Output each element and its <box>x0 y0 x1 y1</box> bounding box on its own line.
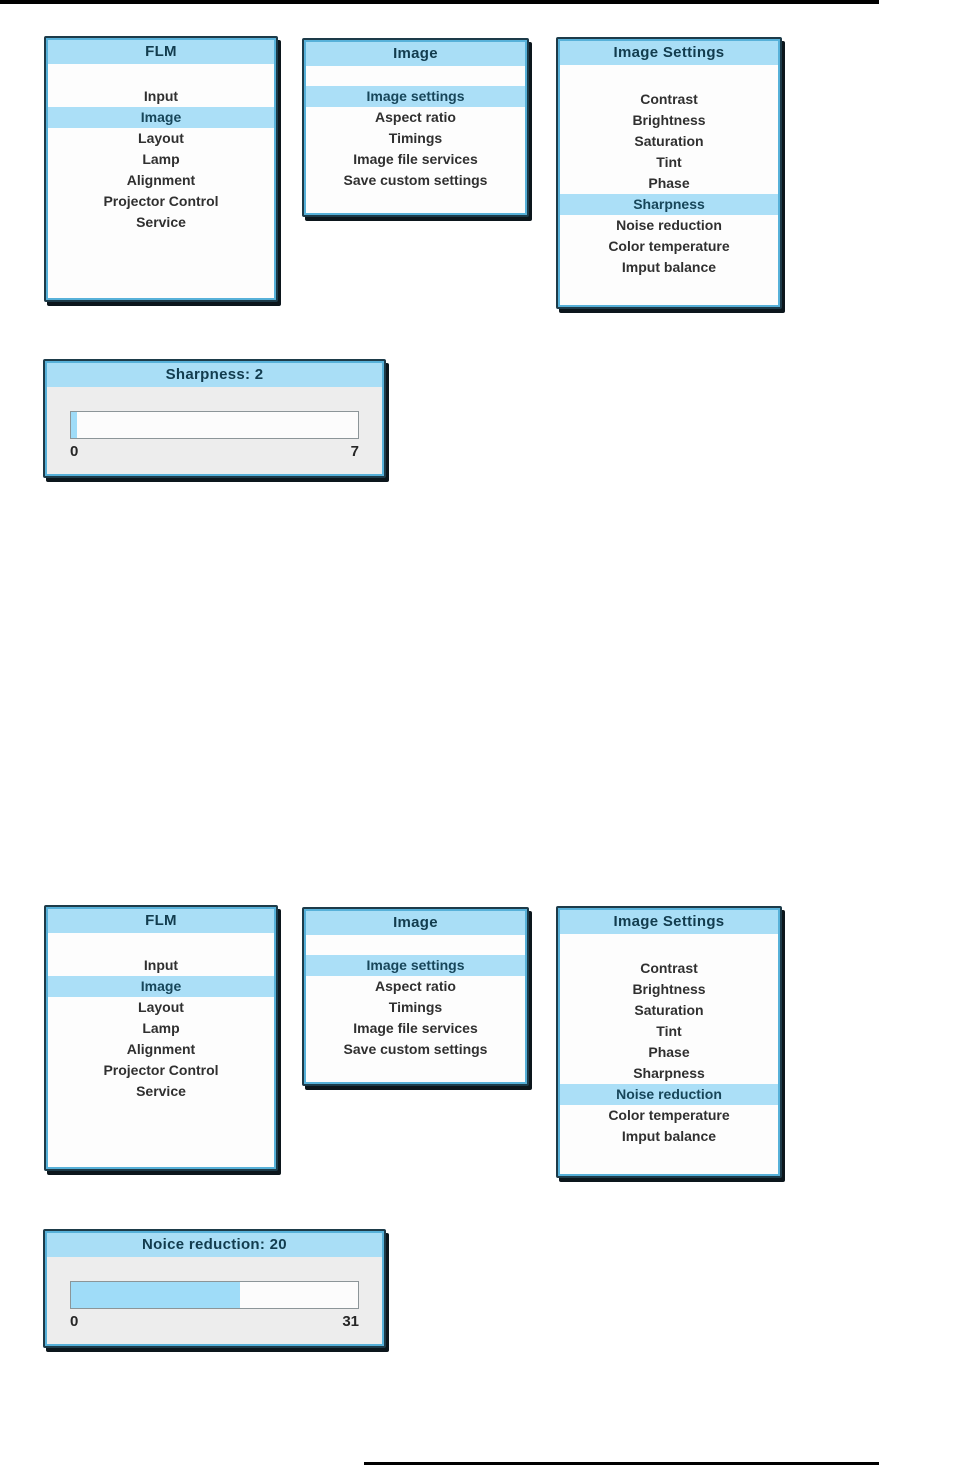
menu-item-save-custom-settings[interactable]: Save custom settings <box>343 1041 488 1057</box>
menu-item-sharpness[interactable]: Sharpness <box>560 194 778 215</box>
menu-item-noise-reduction[interactable]: Noise reduction <box>560 1084 778 1105</box>
menu-item-input[interactable]: Input <box>143 957 179 973</box>
menu-item-phase[interactable]: Phase <box>648 1044 690 1060</box>
menu-item-imput-balance[interactable]: Imput balance <box>621 259 717 275</box>
slider-fill <box>71 1282 241 1308</box>
menu-item-saturation[interactable]: Saturation <box>634 1002 704 1018</box>
footnote-rule <box>364 1462 879 1465</box>
menu-item-timings[interactable]: Timings <box>388 999 443 1015</box>
menu-spacer <box>48 933 274 955</box>
slider-fill <box>71 412 77 438</box>
menu-item-contrast[interactable]: Contrast <box>640 91 698 107</box>
menu-title: Image <box>306 42 525 66</box>
menu-item-imput-balance[interactable]: Imput balance <box>621 1128 717 1144</box>
menu-item-projector-control[interactable]: Projector Control <box>103 1062 219 1078</box>
slider-dialog-title: Sharpness: 2 <box>47 363 382 387</box>
menu-item-tint[interactable]: Tint <box>656 1023 682 1039</box>
menu-item-service[interactable]: Service <box>136 214 186 230</box>
menu-title: Image Settings <box>560 41 778 65</box>
noise-reduction-slider[interactable] <box>70 1281 359 1309</box>
menu-spacer <box>306 935 525 955</box>
menu-item-phase[interactable]: Phase <box>648 175 690 191</box>
menu-item-lamp[interactable]: Lamp <box>142 1020 180 1036</box>
menu-item-tint[interactable]: Tint <box>656 154 682 170</box>
image-settings-menu: Image Settings Contrast Brightness Satur… <box>556 906 782 1178</box>
menu-title: FLM <box>48 909 274 933</box>
menu-item-color-temperature[interactable]: Color temperature <box>608 238 730 254</box>
menu-item-image-file-services[interactable]: Image file services <box>353 151 478 167</box>
menu-item-lamp[interactable]: Lamp <box>142 151 180 167</box>
flm-menu: FLM Input Image Layout Lamp Alignment Pr… <box>44 36 278 302</box>
slider-min-label: 0 <box>70 1313 79 1330</box>
menu-title: Image <box>306 911 525 935</box>
menu-item-image-settings[interactable]: Image settings <box>306 86 525 107</box>
menu-item-layout[interactable]: Layout <box>138 999 184 1015</box>
menu-spacer <box>560 934 778 958</box>
menu-item-image-settings[interactable]: Image settings <box>306 955 525 976</box>
menu-title: FLM <box>48 40 274 64</box>
menu-item-image-file-services[interactable]: Image file services <box>353 1020 478 1036</box>
menu-spacer <box>560 65 778 89</box>
menu-item-service[interactable]: Service <box>136 1083 186 1099</box>
menu-item-saturation[interactable]: Saturation <box>634 133 704 149</box>
noise-reduction-dialog: Noice reduction: 20 0 31 <box>43 1229 386 1348</box>
slider-dialog-title: Noice reduction: 20 <box>47 1233 382 1257</box>
image-menu: Image Image settings Aspect ratio Timing… <box>302 38 529 217</box>
menu-item-aspect-ratio[interactable]: Aspect ratio <box>375 109 456 125</box>
menu-item-color-temperature[interactable]: Color temperature <box>608 1107 730 1123</box>
menu-item-timings[interactable]: Timings <box>388 130 443 146</box>
sharpness-dialog: Sharpness: 2 0 7 <box>43 359 386 478</box>
menu-item-noise-reduction[interactable]: Noise reduction <box>616 217 722 233</box>
image-settings-menu: Image Settings Contrast Brightness Satur… <box>556 37 782 309</box>
menu-spacer <box>306 66 525 86</box>
menu-item-layout[interactable]: Layout <box>138 130 184 146</box>
menu-item-input[interactable]: Input <box>143 88 179 104</box>
page-top-rule <box>0 0 879 4</box>
menu-item-alignment[interactable]: Alignment <box>126 1041 196 1057</box>
flm-menu: FLM Input Image Layout Lamp Alignment Pr… <box>44 905 278 1171</box>
menu-item-contrast[interactable]: Contrast <box>640 960 698 976</box>
image-menu: Image Image settings Aspect ratio Timing… <box>302 907 529 1086</box>
menu-item-brightness[interactable]: Brightness <box>632 112 706 128</box>
slider-max-label: 31 <box>342 1313 359 1330</box>
menu-item-save-custom-settings[interactable]: Save custom settings <box>343 172 488 188</box>
menu-title: Image Settings <box>560 910 778 934</box>
slider-min-label: 0 <box>70 443 79 460</box>
menu-item-image[interactable]: Image <box>48 107 274 128</box>
sharpness-slider[interactable] <box>70 411 359 439</box>
slider-max-label: 7 <box>350 443 359 460</box>
menu-item-image[interactable]: Image <box>48 976 274 997</box>
menu-spacer <box>48 64 274 86</box>
menu-item-alignment[interactable]: Alignment <box>126 172 196 188</box>
menu-item-brightness[interactable]: Brightness <box>632 981 706 997</box>
menu-item-sharpness[interactable]: Sharpness <box>633 1065 705 1081</box>
menu-item-projector-control[interactable]: Projector Control <box>103 193 219 209</box>
menu-item-aspect-ratio[interactable]: Aspect ratio <box>375 978 456 994</box>
